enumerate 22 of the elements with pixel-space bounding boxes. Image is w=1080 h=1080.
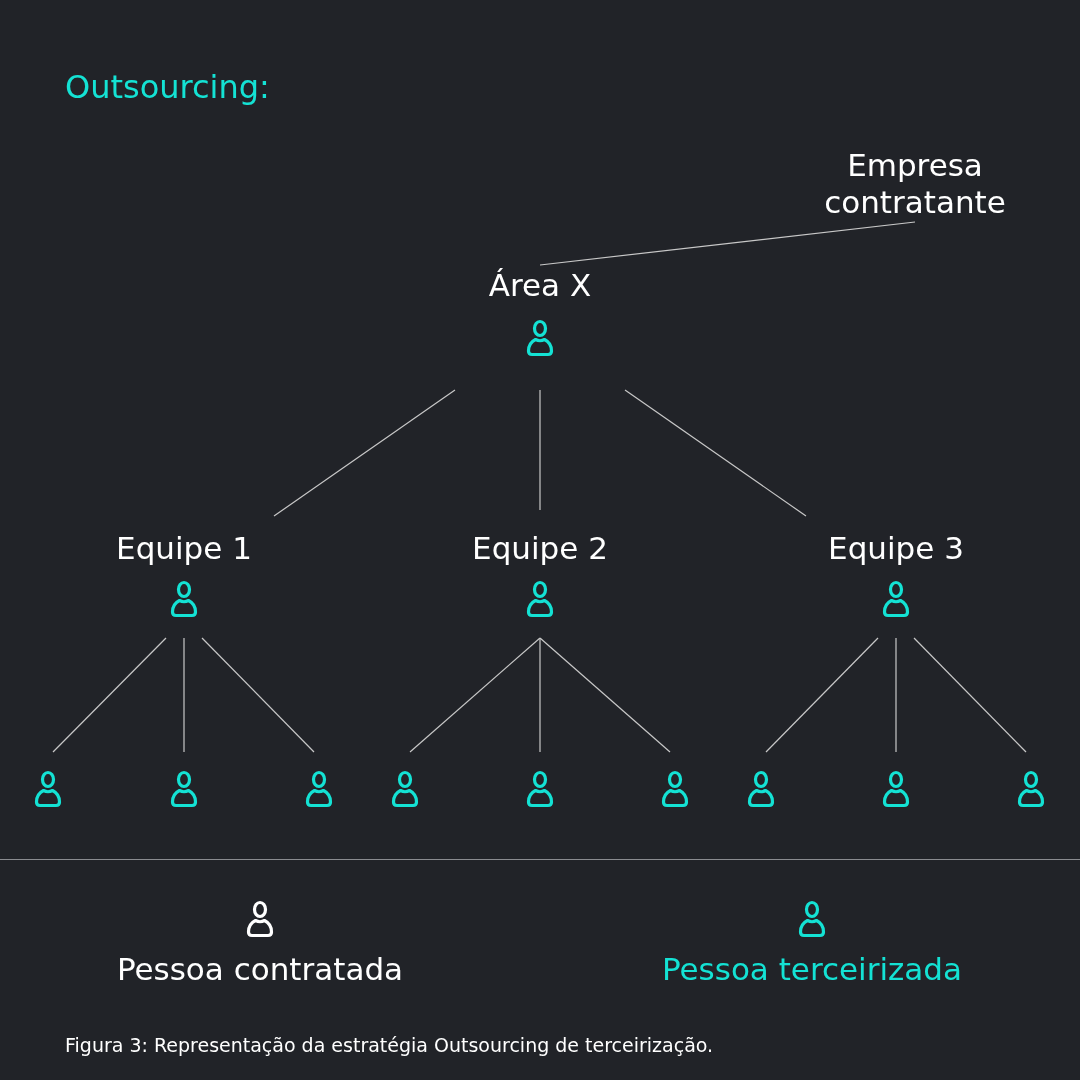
connector-line bbox=[52, 637, 167, 753]
connector-line bbox=[539, 637, 671, 753]
leader-line bbox=[539, 221, 916, 266]
node-label: Equipe 3 bbox=[828, 530, 964, 567]
caption: Figura 3: Representação da estratégia Outsourcing de terceirização. bbox=[65, 1034, 714, 1056]
connector-line bbox=[539, 637, 541, 753]
title: Outsourcing: bbox=[65, 68, 270, 106]
connector-line bbox=[624, 389, 807, 517]
node-label: Empresa contratante bbox=[823, 147, 1007, 221]
node-label: Equipe 2 bbox=[472, 530, 608, 567]
connector-line bbox=[183, 637, 185, 753]
connector-line bbox=[765, 637, 879, 753]
connector-line bbox=[895, 637, 897, 753]
node-label: Equipe 1 bbox=[116, 530, 252, 567]
legend-label: Pessoa terceirizada bbox=[661, 951, 963, 987]
node-label: Área X bbox=[488, 267, 592, 304]
connector-line bbox=[201, 637, 315, 753]
connector-line bbox=[273, 389, 456, 517]
legend-label: Pessoa contratada bbox=[116, 951, 404, 987]
connector-line bbox=[409, 637, 541, 753]
connector-line bbox=[913, 637, 1027, 753]
connector-line bbox=[539, 389, 541, 511]
